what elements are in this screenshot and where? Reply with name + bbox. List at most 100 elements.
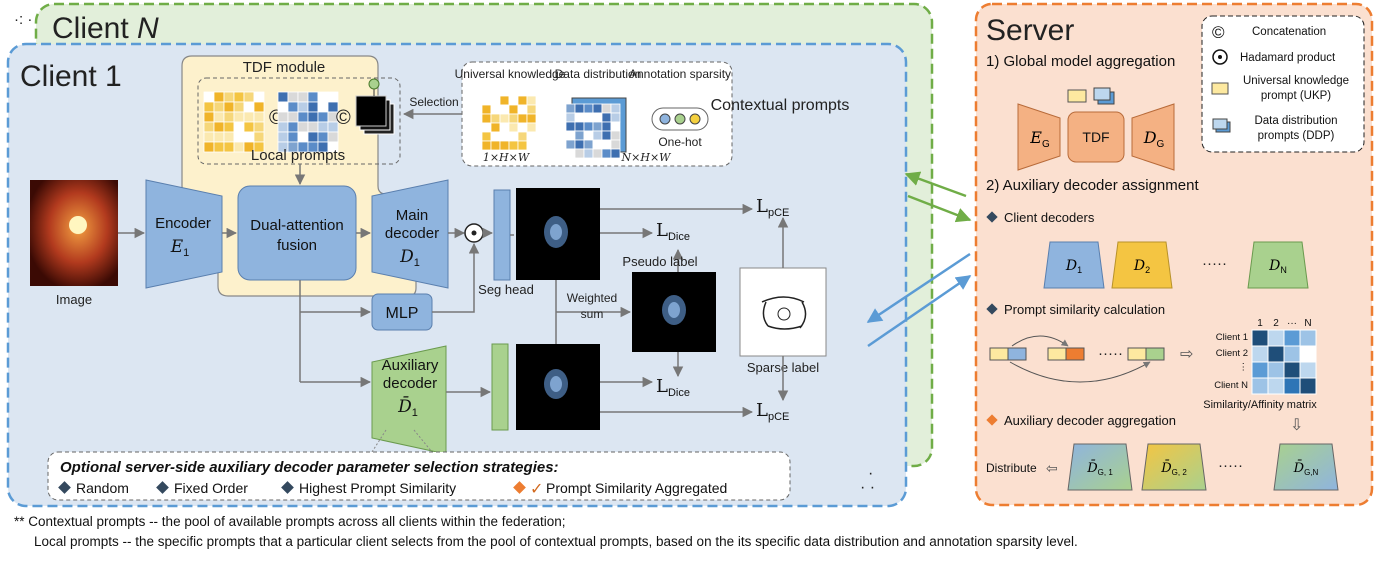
main-decoder-var: D1 (399, 247, 420, 269)
matrix-cell (1251, 377, 1269, 395)
aggregated-decoder-1 (1067, 443, 1133, 491)
image-label: Image (56, 292, 92, 307)
dots-icon: · · (860, 479, 875, 496)
ukp-icon (1067, 89, 1087, 103)
legend-box (1201, 15, 1365, 153)
distribute-label: Distribute (986, 461, 1037, 475)
dg-block (1131, 103, 1175, 171)
matrix-cell (1251, 361, 1269, 379)
matrix-row-dots: ⋮ (1239, 362, 1249, 373)
dots-icon: · (868, 465, 873, 482)
ukp-grid-local (203, 91, 265, 153)
strategies-title: Optional server-side auxiliary decoder p… (60, 459, 559, 476)
contextual-title: Contextual prompts (711, 97, 850, 114)
aggregated-ellipsis: ····· (1218, 457, 1243, 474)
dec1-label: D1 (1065, 258, 1082, 275)
matrix-col-1: 1 (1257, 318, 1263, 329)
tdf-server-label: TDF (1082, 129, 1109, 145)
loss-pce-bottom: LpCE (756, 400, 789, 423)
dec2-label: D2 (1133, 258, 1150, 275)
strategy-list: Random Fixed Order Highest Prompt Simila… (58, 480, 727, 498)
strategies-box (47, 451, 791, 501)
matrix-cell (1267, 345, 1285, 363)
dim-nhw: N×H×W (621, 151, 673, 164)
universal-label: Universal knowledge (455, 67, 566, 81)
server-title: Server (986, 14, 1074, 47)
encoder-label: Encoder (155, 215, 211, 232)
loss-dice-top: LDice (656, 220, 690, 243)
matrix-cell (1267, 361, 1285, 379)
ddp-grid-pool (565, 97, 627, 159)
tdf-title: TDF module (243, 59, 326, 76)
seg-head-aux (491, 343, 509, 431)
matrix-cell (1283, 361, 1301, 379)
data-dist-label: Data distribution (555, 67, 642, 81)
dots-icon: ·: · (14, 11, 32, 28)
tdf-server-block (1067, 111, 1125, 163)
one-hot-stack-local (355, 78, 395, 135)
seg-head-main (493, 189, 511, 281)
selection-label: Selection (409, 95, 458, 109)
left-arrow-icon: ⇦ (1046, 460, 1058, 476)
matrix-row-n: Client N (1214, 380, 1248, 391)
legend-concat: Concatenation (1252, 26, 1326, 38)
ddp-icon (1093, 87, 1111, 101)
down-arrow-icon: ⇩ (1290, 417, 1303, 434)
matrix-caption: Similarity/Affinity matrix (1203, 399, 1317, 411)
strategy-aggregated: Prompt Similarity Aggregated (546, 480, 727, 496)
strategy-highest-similarity: Highest Prompt Similarity (299, 480, 456, 496)
dim-1hw: 1×H×W (483, 151, 531, 164)
concat-icon: © (1212, 23, 1225, 42)
g2-label: D̄G, 2 (1160, 460, 1187, 477)
matrix-row-2: Client 2 (1216, 348, 1248, 359)
client-n-title: Client N (52, 12, 159, 45)
matrix-col-2: 2 (1273, 318, 1279, 329)
prompt-ellipsis: ····· (1098, 345, 1123, 362)
matrix-cell (1283, 329, 1301, 347)
prompt-sim-label: Prompt similarity calculation (1004, 302, 1165, 317)
server-step1: 1) Global model aggregation (986, 53, 1175, 70)
ukp-grid-pool (481, 95, 537, 151)
dg-label: DG (1143, 128, 1165, 150)
matrix-cell (1299, 329, 1317, 347)
arrow-icon: ⇨ (1180, 346, 1193, 363)
legend-hadamard: Hadamard product (1240, 52, 1336, 64)
optic-disc (69, 216, 87, 234)
server-step2: 2) Auxiliary decoder assignment (986, 177, 1199, 194)
check-icon: ✓ (530, 481, 543, 498)
loss-pce-top: LpCE (756, 196, 789, 219)
matrix-cell (1251, 329, 1269, 347)
eg-block (1017, 103, 1061, 171)
strategy-random: Random (76, 480, 129, 496)
matrix-cell (1299, 361, 1317, 379)
footnote-line-2: Local prompts -- the specific prompts th… (34, 534, 1078, 549)
concat-icon: © (336, 107, 351, 129)
seg-head-label: Seg head (478, 282, 534, 297)
footnote-line-1: ** Contextual prompts -- the pool of ava… (14, 514, 566, 529)
matrix-cell (1299, 377, 1317, 395)
encoder-block (145, 179, 223, 289)
aux-decoder-block (371, 345, 447, 455)
similarity-matrix (1251, 329, 1317, 395)
ddp-grid-local (277, 91, 339, 153)
encoder-var: E1 (170, 237, 190, 259)
local-prompts-box (197, 77, 401, 165)
matrix-col-dots: ··· (1287, 318, 1297, 329)
annotation-label: Annotation sparsity (629, 67, 731, 81)
main-decoder-block (371, 179, 449, 289)
aggregated-decoder-2 (1141, 443, 1207, 491)
matrix-cell (1267, 329, 1285, 347)
matrix-cell (1299, 345, 1317, 363)
aux-decoder-var: D̄1 (397, 395, 418, 419)
strategy-fixed-order: Fixed Order (174, 480, 248, 496)
one-hot-label: One-hot (658, 135, 702, 149)
aggregated-decoder-n (1273, 443, 1339, 491)
prompt-pairs (989, 335, 1165, 383)
client-decoder-n (1247, 241, 1309, 289)
